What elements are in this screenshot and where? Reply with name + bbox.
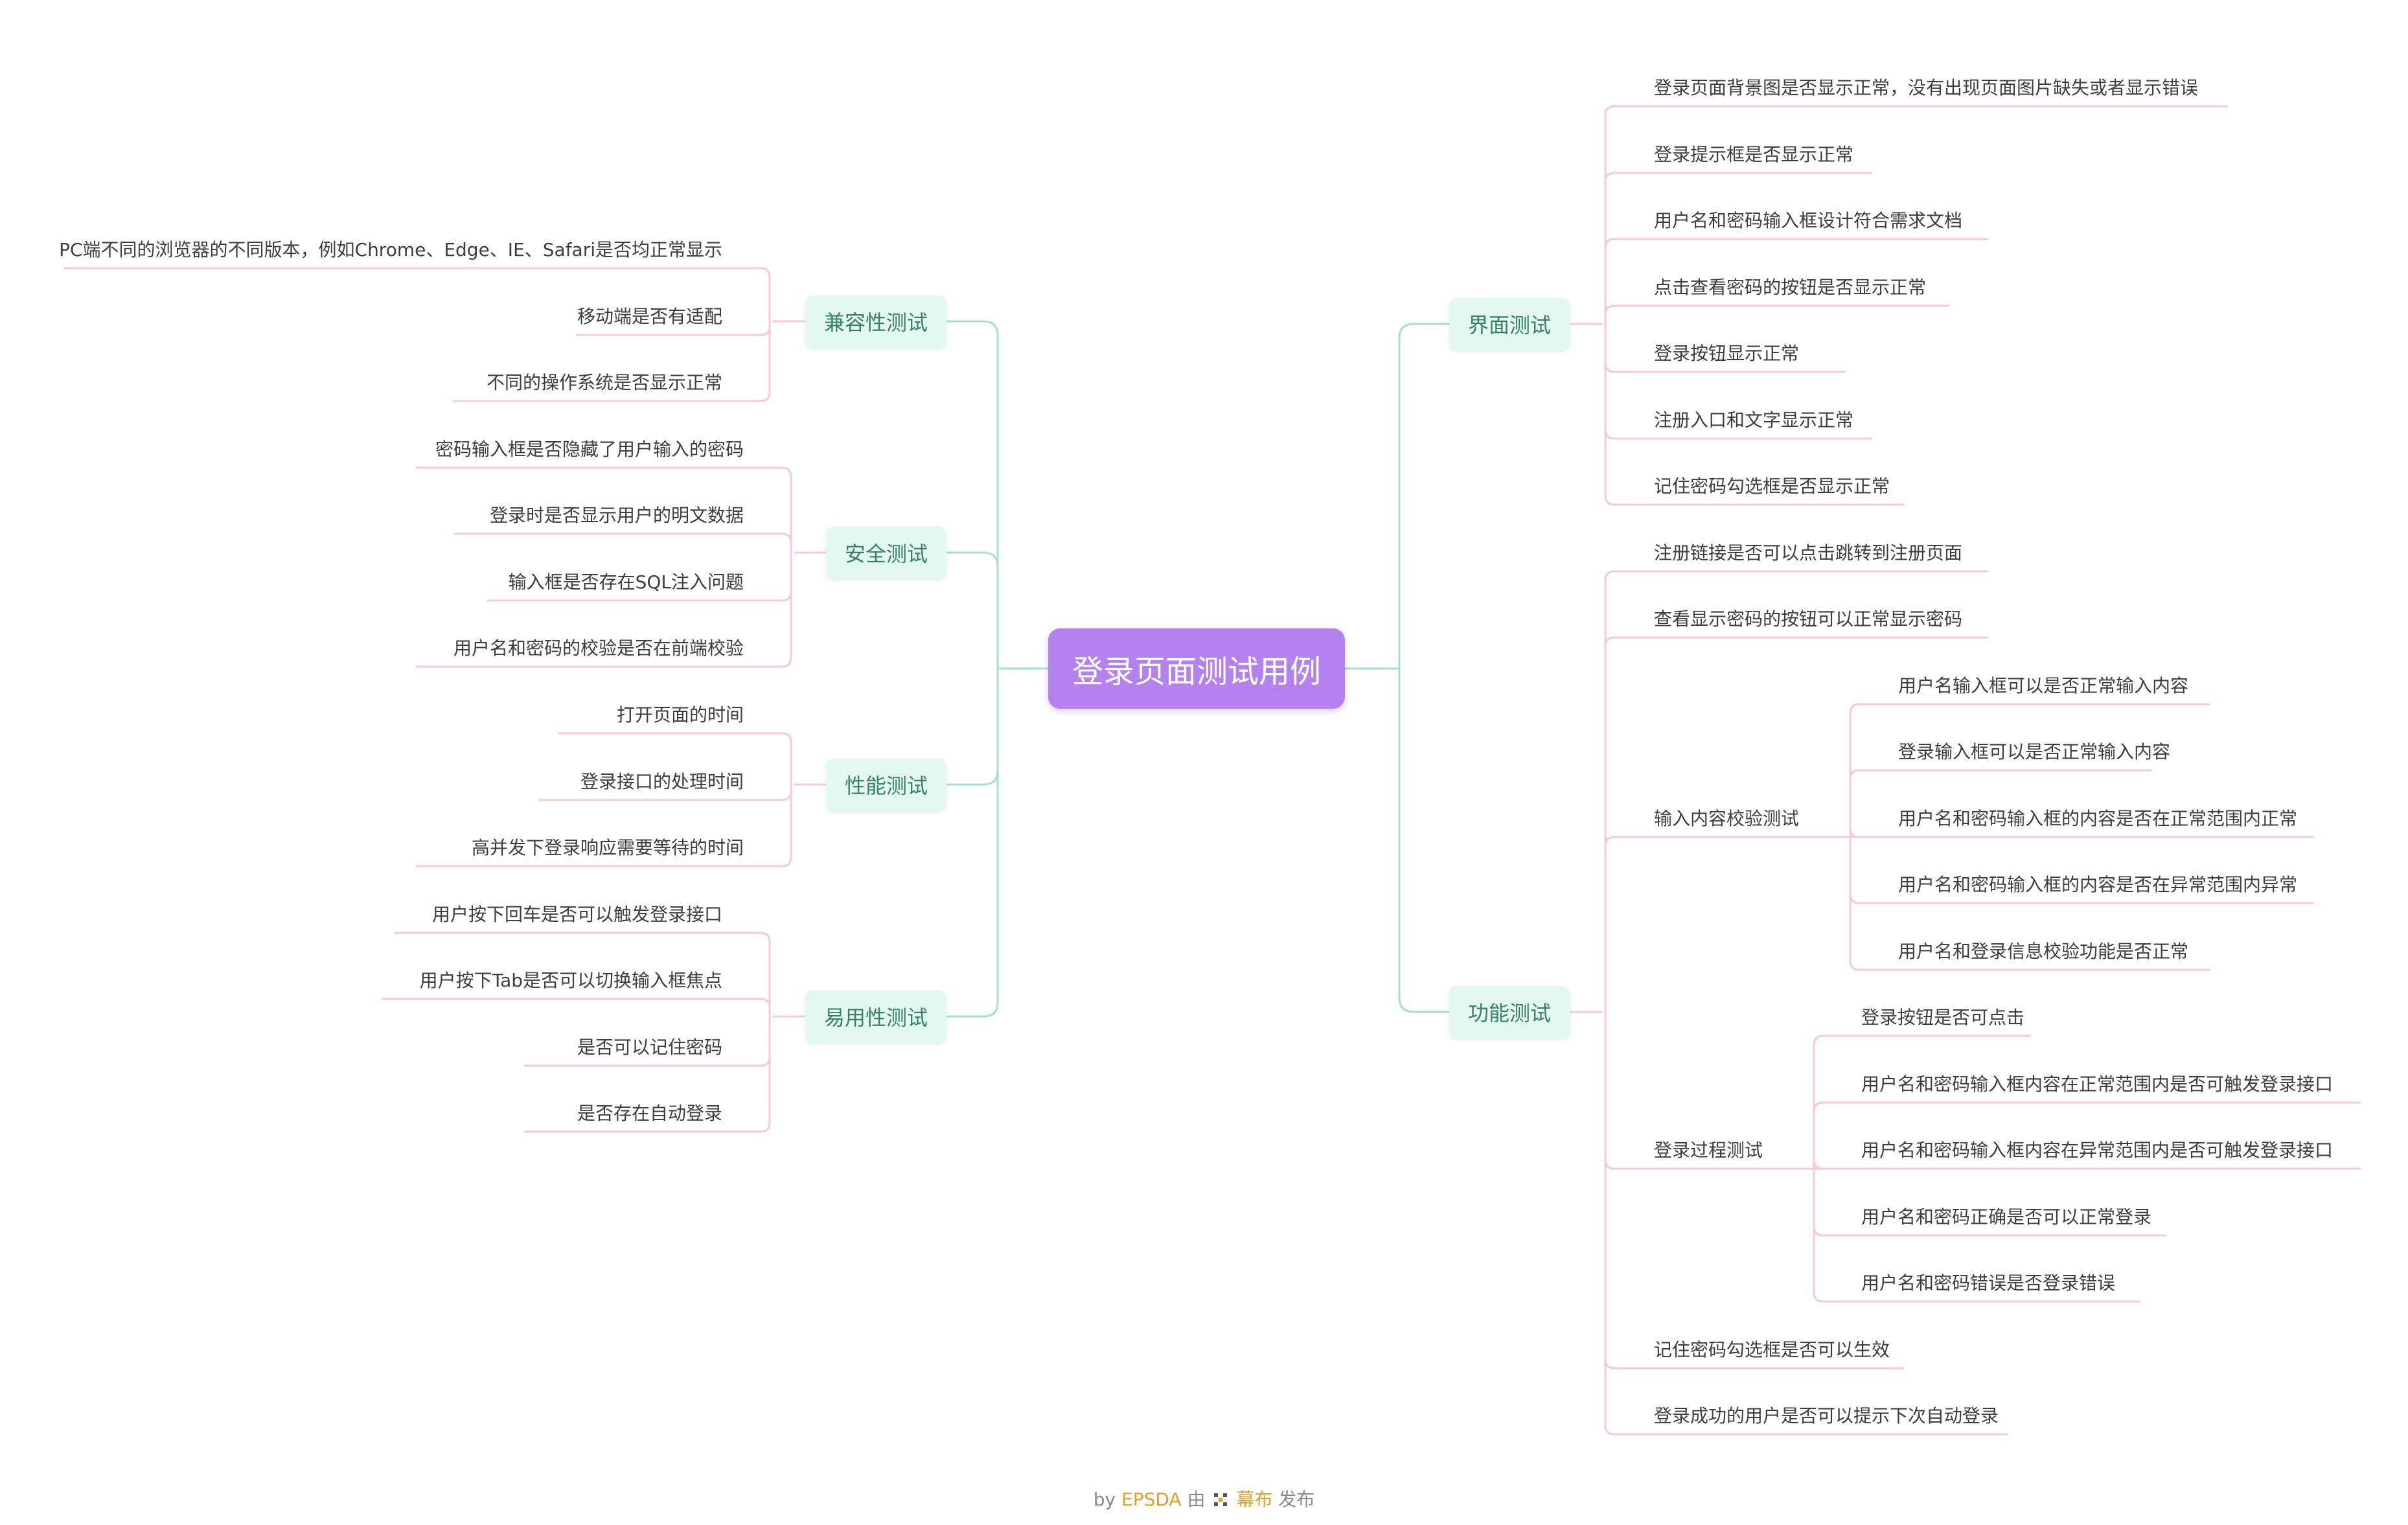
- leaf-perf-2[interactable]: 高并发下登录响应需要等待的时间: [471, 837, 744, 858]
- branch-label: 界面测试: [1467, 313, 1551, 338]
- footer-author: EPSDA: [1121, 1489, 1182, 1510]
- leaf-sub1-0[interactable]: 用户名输入框可以是否正常输入内容: [1898, 675, 2189, 696]
- branch-label: 兼容性测试: [823, 310, 928, 335]
- subbranch-login-process[interactable]: 登录过程测试: [1654, 1140, 1763, 1161]
- leaf-sub1-2[interactable]: 用户名和密码输入框的内容是否在正常范围内正常: [1898, 808, 2298, 829]
- leaf-ui-4[interactable]: 登录按钮显示正常: [1654, 343, 1800, 364]
- branch-label: 安全测试: [844, 542, 928, 566]
- leaf-sub2-2[interactable]: 用户名和密码输入框内容在异常范围内是否可触发登录接口: [1861, 1140, 2333, 1161]
- leaf-perf-1[interactable]: 登录接口的处理时间: [580, 771, 744, 792]
- leaf-ui-2[interactable]: 用户名和密码输入框设计符合需求文档: [1654, 210, 1963, 231]
- footer-brand: 幕布: [1236, 1489, 1273, 1510]
- branch-label: 功能测试: [1467, 1001, 1551, 1026]
- leaf-sub2-1[interactable]: 用户名和密码输入框内容在正常范围内是否可触发登录接口: [1861, 1073, 2333, 1095]
- branch-ui[interactable]: 界面测试: [1449, 298, 1570, 350]
- leaf-perf-0[interactable]: 打开页面的时间: [616, 704, 744, 726]
- branch-usability[interactable]: 易用性测试: [805, 991, 946, 1042]
- leaf-compat-1[interactable]: 移动端是否有适配: [577, 306, 722, 327]
- branch-security[interactable]: 安全测试: [826, 527, 946, 579]
- leaf-func-bottom-1[interactable]: 登录成功的用户是否可以提示下次自动登录: [1654, 1405, 1999, 1427]
- branch-label: 性能测试: [844, 774, 928, 798]
- leaf-usability-0[interactable]: 用户按下回车是否可以触发登录接口: [431, 904, 722, 925]
- leaf-ui-1[interactable]: 登录提示框是否显示正常: [1654, 144, 1854, 165]
- leaf-security-2[interactable]: 输入框是否存在SQL注入问题: [508, 571, 744, 593]
- leaf-compat-2[interactable]: 不同的操作系统是否显示正常: [486, 372, 722, 393]
- leaf-sub2-4[interactable]: 用户名和密码错误是否登录错误: [1861, 1272, 2116, 1294]
- leaf-usability-3[interactable]: 是否存在自动登录: [577, 1103, 722, 1124]
- leaf-security-0[interactable]: 密码输入框是否隐藏了用户输入的密码: [435, 439, 744, 460]
- leaf-compat-0[interactable]: PC端不同的浏览器的不同版本，例如Chrome、Edge、IE、Safari是否…: [59, 239, 722, 260]
- branch-func[interactable]: 功能测试: [1449, 986, 1570, 1038]
- branch-compat[interactable]: 兼容性测试: [805, 295, 946, 347]
- leaf-sub1-3[interactable]: 用户名和密码输入框的内容是否在异常范围内异常: [1898, 874, 2298, 895]
- subbranch-input-validation[interactable]: 输入内容校验测试: [1654, 808, 1800, 829]
- root-node[interactable]: 登录页面测试用例: [1048, 628, 1345, 709]
- leaf-ui-0[interactable]: 登录页面背景图是否显示正常，没有出现页面图片缺失或者显示错误: [1654, 77, 2199, 98]
- leaf-security-3[interactable]: 用户名和密码的校验是否在前端校验: [453, 637, 744, 659]
- leaf-func-bottom-0[interactable]: 记住密码勾选框是否可以生效: [1654, 1339, 1890, 1360]
- leaf-ui-5[interactable]: 注册入口和文字显示正常: [1654, 409, 1854, 431]
- leaf-ui-6[interactable]: 记住密码勾选框是否显示正常: [1654, 476, 1890, 497]
- leaf-sub1-1[interactable]: 登录输入框可以是否正常输入内容: [1898, 741, 2171, 762]
- leaf-sub1-4[interactable]: 用户名和登录信息校验功能是否正常: [1898, 941, 2189, 962]
- leaf-func-top-1[interactable]: 查看显示密码的按钮可以正常显示密码: [1654, 608, 1963, 630]
- branch-label: 易用性测试: [823, 1005, 928, 1030]
- footer-credit: by EPSDA 由 幕布 发布: [0, 1485, 2408, 1511]
- leaf-sub2-3[interactable]: 用户名和密码正确是否可以正常登录: [1861, 1206, 2152, 1228]
- leaf-usability-2[interactable]: 是否可以记住密码: [577, 1037, 722, 1058]
- leaf-func-top-0[interactable]: 注册链接是否可以点击跳转到注册页面: [1654, 542, 1963, 564]
- mubu-logo-icon: [1214, 1493, 1228, 1506]
- leaf-usability-1[interactable]: 用户按下Tab是否可以切换输入框焦点: [419, 970, 722, 991]
- leaf-security-1[interactable]: 登录时是否显示用户的明文数据: [489, 505, 744, 526]
- leaf-ui-3[interactable]: 点击查看密码的按钮是否显示正常: [1654, 277, 1927, 298]
- leaf-sub2-0[interactable]: 登录按钮是否可点击: [1861, 1007, 2025, 1028]
- footer-mid: 由: [1187, 1489, 1206, 1510]
- footer-by: by: [1093, 1489, 1116, 1510]
- footer-end: 发布: [1278, 1489, 1315, 1510]
- root-label: 登录页面测试用例: [1072, 654, 1321, 690]
- branch-perf[interactable]: 性能测试: [826, 759, 946, 810]
